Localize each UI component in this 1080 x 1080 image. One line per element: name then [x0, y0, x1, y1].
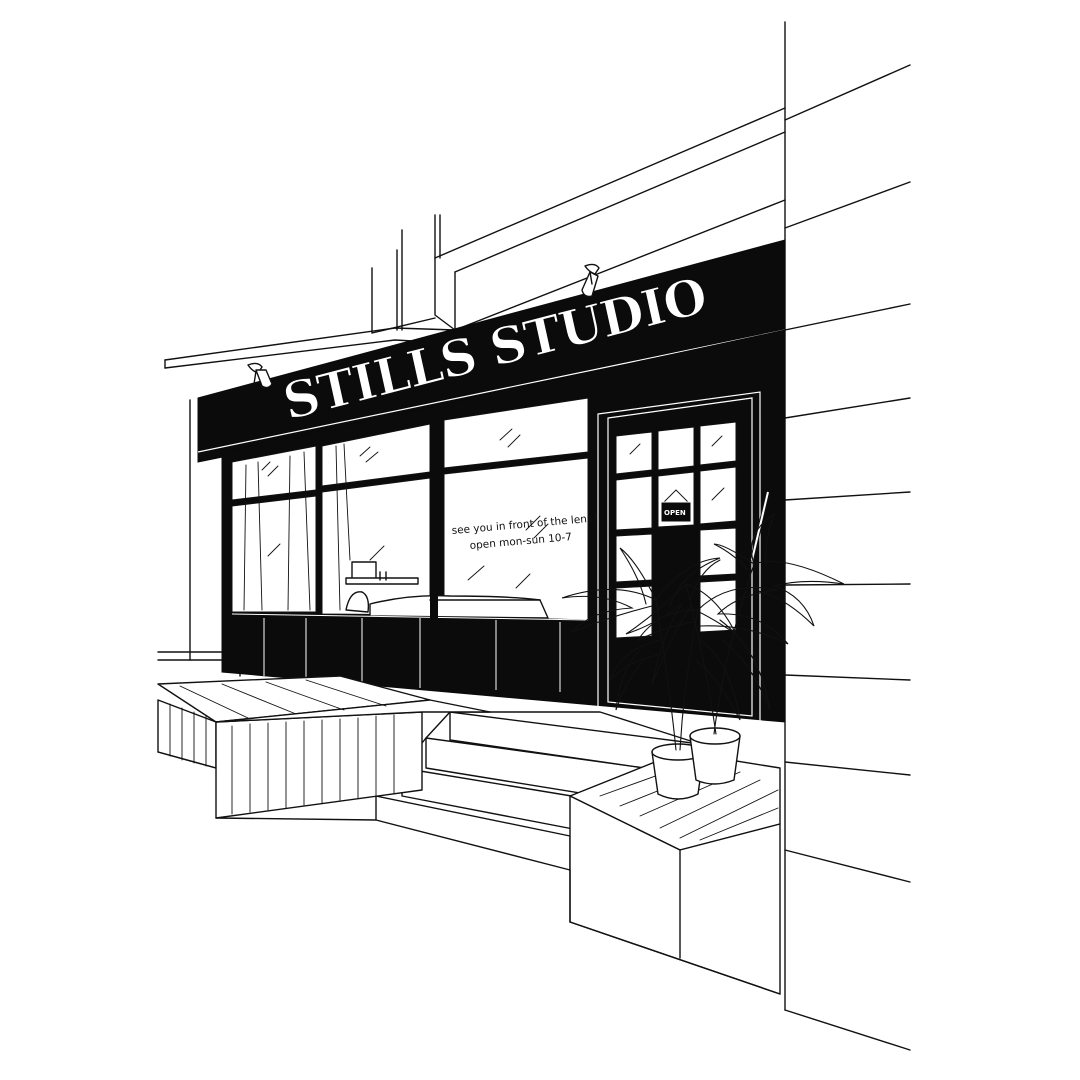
- ground: [157, 751, 781, 995]
- window-pane-left-top: [231, 445, 317, 501]
- spotlight-lamp-left: [247, 362, 273, 389]
- potted-palm-plants: [561, 512, 845, 800]
- window-pane-right-top: [443, 397, 589, 469]
- spotlight-lamp-right: [581, 263, 600, 298]
- window-base-panels: [231, 613, 589, 692]
- wooden-bench: [157, 675, 491, 819]
- shop-front: see you in front of the lens? open mon-s…: [221, 329, 786, 723]
- entrance-steps: [375, 711, 701, 871]
- open-sign: OPEN: [664, 509, 686, 517]
- window-pane-left: [231, 495, 317, 613]
- window-curtains: [243, 443, 351, 611]
- building-background: [164, 21, 911, 1051]
- entrance-door[interactable]: OPEN: [597, 391, 770, 723]
- studio-interior: [345, 561, 549, 619]
